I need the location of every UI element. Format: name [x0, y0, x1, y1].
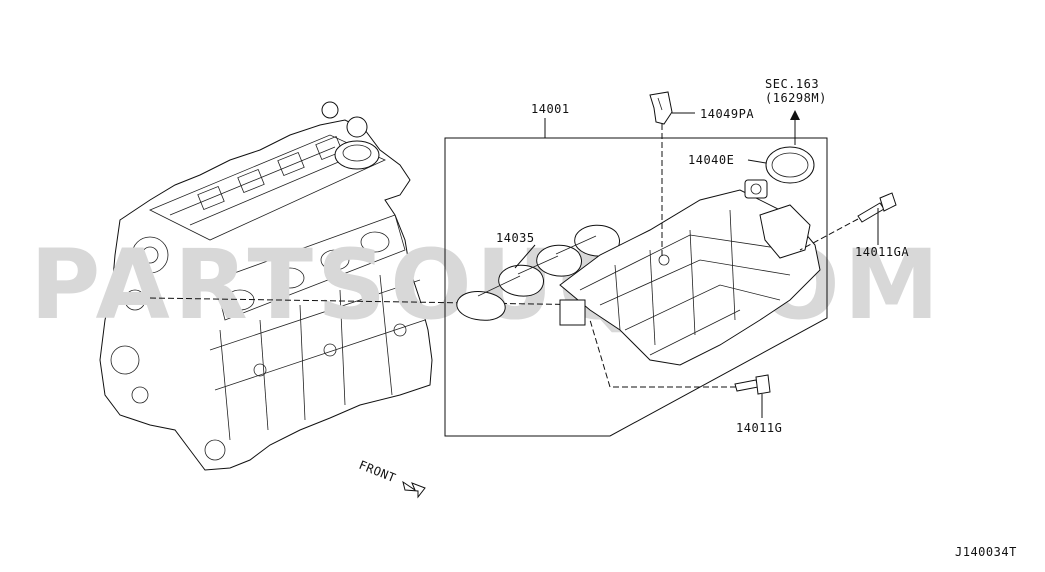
bolt-lower [589, 319, 771, 418]
front-indicator: FRONT [357, 458, 426, 499]
figure-code: J140034T [955, 545, 1017, 559]
callout-14001[interactable]: 14001 [531, 102, 570, 116]
callout-sec163-line2[interactable]: (16298M) [765, 91, 827, 105]
assembly-frame [444, 118, 828, 437]
intake-manifold [559, 179, 821, 366]
section-arrow [790, 110, 800, 145]
bracket-clip [649, 91, 695, 258]
callout-sec163-line1[interactable]: SEC.163 [765, 77, 819, 91]
engine-block [99, 101, 433, 471]
callout-14049PA[interactable]: 14049PA [700, 107, 754, 121]
callout-14040E[interactable]: 14040E [688, 153, 734, 167]
callout-14011GA[interactable]: 14011GA [855, 245, 909, 259]
manifold-gasket [456, 224, 620, 321]
callout-14011G[interactable]: 14011G [736, 421, 782, 435]
front-label: FRONT [357, 458, 398, 485]
throttle-gasket [747, 146, 815, 184]
callout-14035[interactable]: 14035 [496, 231, 535, 245]
alignment-line [149, 297, 601, 306]
bolt-upper [799, 192, 897, 251]
